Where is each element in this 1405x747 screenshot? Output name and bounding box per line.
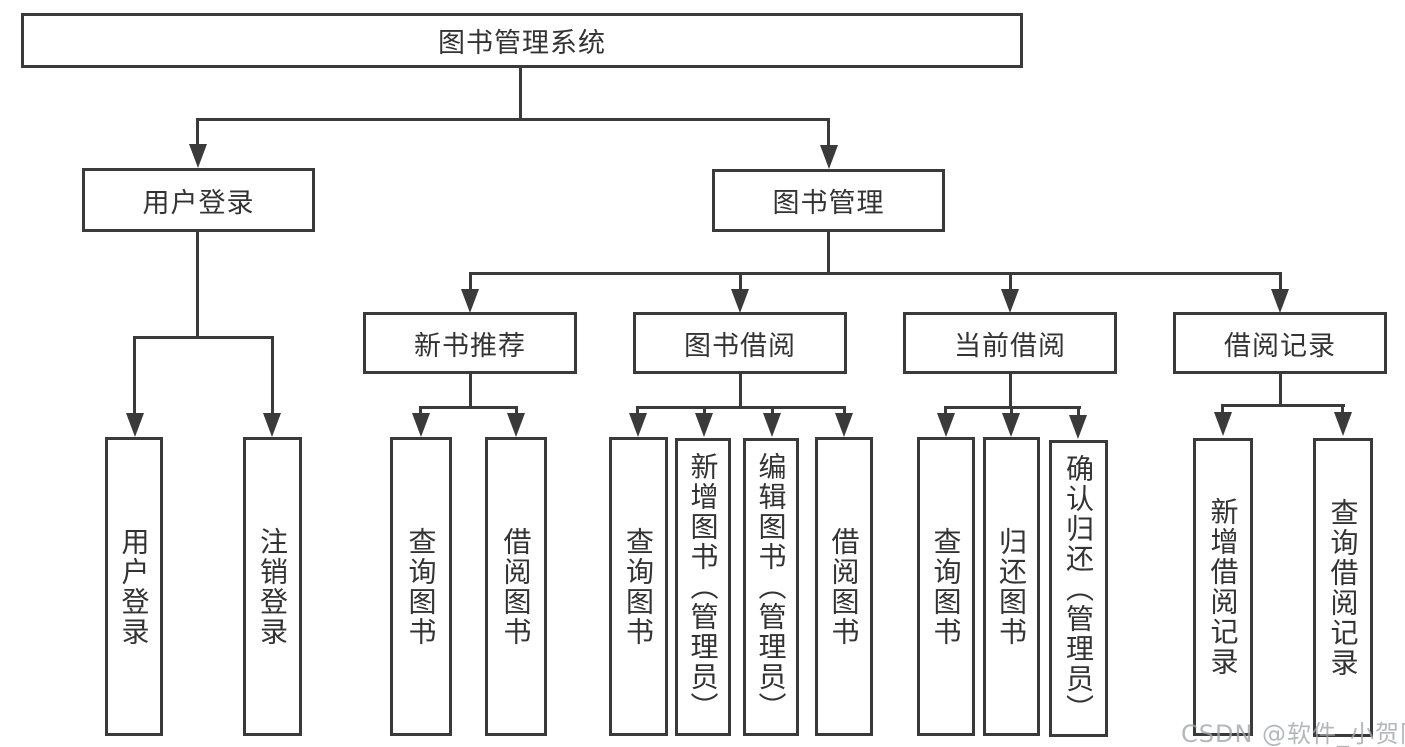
connector-line: [827, 232, 830, 275]
connector-line: [944, 406, 947, 416]
connector-line: [843, 406, 846, 416]
leaf-query-books-current: 查询图书: [917, 437, 975, 736]
leaf-query-books-recommend: 查询图书: [390, 437, 452, 736]
connector-line: [1341, 404, 1344, 414]
arrowhead-icon: [507, 413, 525, 437]
arrowhead-icon: [1214, 412, 1232, 436]
arrowhead-icon: [695, 413, 713, 437]
arrowhead-icon: [1002, 413, 1020, 437]
connector-line: [469, 374, 472, 409]
node-new-book-recommend: 新书推荐: [363, 312, 577, 374]
connector-line: [469, 272, 1282, 275]
connector-line: [515, 406, 518, 416]
csdn-watermark: CSDN @软件_小贺同学: [1181, 720, 1405, 747]
connector-line: [519, 68, 522, 121]
leaf-query-borrow-record: 查询借阅记录: [1313, 438, 1373, 737]
arrowhead-icon: [763, 413, 781, 437]
arrowhead-icon: [835, 413, 853, 437]
arrowhead-icon: [1334, 412, 1352, 436]
node-current-borrow: 当前借阅: [903, 312, 1117, 374]
connector-line: [739, 374, 742, 409]
leaf-add-borrow-record: 新增借阅记录: [1193, 438, 1253, 736]
node-library-management-system: 图书管理系统: [21, 13, 1023, 68]
connector-line: [469, 272, 472, 292]
leaf-logout: 注销登录: [243, 437, 302, 736]
arrowhead-icon: [1001, 289, 1019, 313]
connector-line: [1279, 374, 1282, 407]
arrowhead-icon: [820, 145, 838, 169]
leaf-borrow-books-recommend: 借阅图书: [485, 437, 547, 736]
node-borrow-records: 借阅记录: [1173, 312, 1387, 374]
node-book-borrow: 图书借阅: [633, 312, 847, 374]
arrowhead-icon: [412, 413, 430, 437]
connector-line: [703, 406, 706, 416]
arrowhead-icon: [629, 413, 647, 437]
leaf-add-books-admin: 新增图书（管理员）: [675, 438, 731, 736]
arrowhead-icon: [126, 413, 144, 437]
connector-line: [827, 118, 830, 146]
connector-line: [1077, 406, 1080, 416]
connector-line: [133, 336, 274, 339]
arrowhead-icon: [937, 413, 955, 437]
connector-line: [196, 118, 830, 121]
connector-line: [636, 406, 846, 409]
node-book-management: 图书管理: [712, 169, 945, 232]
leaf-query-books-borrow: 查询图书: [609, 437, 668, 736]
connector-line: [196, 118, 199, 146]
connector-line: [196, 232, 199, 339]
connector-line: [419, 406, 518, 409]
leaf-borrow-books: 借阅图书: [815, 437, 873, 736]
connector-line: [1010, 406, 1013, 416]
connector-line: [1009, 374, 1012, 409]
connector-line: [1221, 404, 1345, 407]
leaf-return-books: 归还图书: [983, 437, 1040, 736]
leaf-edit-books-admin: 编辑图书（管理员）: [743, 438, 799, 736]
connector-line: [739, 272, 742, 292]
connector-line: [636, 406, 639, 416]
connector-line: [133, 336, 136, 415]
arrowhead-icon: [731, 289, 749, 313]
arrowhead-icon: [1069, 415, 1087, 439]
arrowhead-icon: [189, 144, 207, 168]
node-user-login: 用户登录: [82, 168, 315, 232]
connector-line: [1009, 272, 1012, 292]
leaf-user-login: 用户登录: [105, 437, 163, 736]
leaf-confirm-return-admin: 确认归还（管理员）: [1049, 440, 1108, 737]
connector-line: [271, 336, 274, 415]
connector-line: [1221, 404, 1224, 414]
connector-line: [771, 406, 774, 416]
connector-line: [419, 406, 422, 416]
arrowhead-icon: [1271, 289, 1289, 313]
connector-line: [1279, 272, 1282, 292]
arrowhead-icon: [461, 289, 479, 313]
arrowhead-icon: [263, 413, 281, 437]
